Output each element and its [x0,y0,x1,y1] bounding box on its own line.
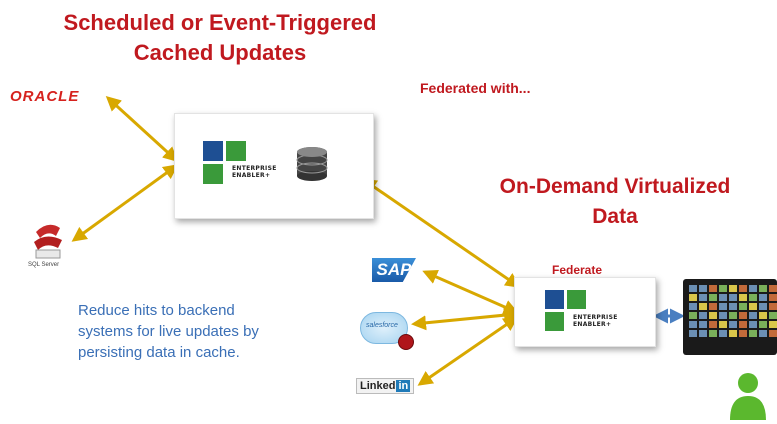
note-line: Reduce hits to backend [78,302,235,319]
tablet-icon [683,279,777,355]
oracle-cache-arrow [105,95,179,163]
sap-federate-arrow [422,269,519,315]
note-line: systems for live updates by [78,323,259,340]
salesforce-federate-arrow [411,307,519,331]
linkedin-in: in [396,380,411,392]
cache-note: Reduce hits to backend systems for live … [78,300,328,363]
sqlserver-cache-arrow [71,164,179,242]
enterprise-enabler-logo [203,141,246,184]
title-line-1: Scheduled or Event-Triggered [63,10,377,35]
cache-panel: ENTERPRISE ENABLER+ [174,113,374,219]
sql-server-label: SQL Server [28,262,60,268]
cached-updates-title: Scheduled or Event-Triggered Cached Upda… [30,8,410,68]
no-sign-icon [398,334,414,350]
federate-label: Federate [552,263,603,277]
salesforce-label: salesforce [366,322,398,329]
title-line-1: On-Demand Virtualized [499,175,731,198]
linkedin-federate-arrow [417,316,519,386]
virtualized-data-title: On-Demand Virtualized Data [470,172,760,232]
user-icon [730,373,766,420]
note-line: persisting data in cache. [78,344,240,361]
title-line-2: Data [592,205,638,228]
federated-with-label: Federated with... [420,80,531,96]
sap-logo: SAP [372,258,416,282]
database-server-icon [34,224,62,259]
title-line-2: Cached Updates [133,40,307,65]
linkedin-text: Linked [360,380,396,392]
enterprise-enabler-logo [545,290,586,331]
federate-panel: ENTERPRISE ENABLER+ [514,277,656,347]
database-icon [296,147,328,181]
oracle-logo: ORACLE [10,88,80,105]
product-name: ENTERPRISE ENABLER+ [232,165,277,179]
product-name: ENTERPRISE ENABLER+ [573,314,618,328]
cache-federate-arrow [361,178,521,288]
